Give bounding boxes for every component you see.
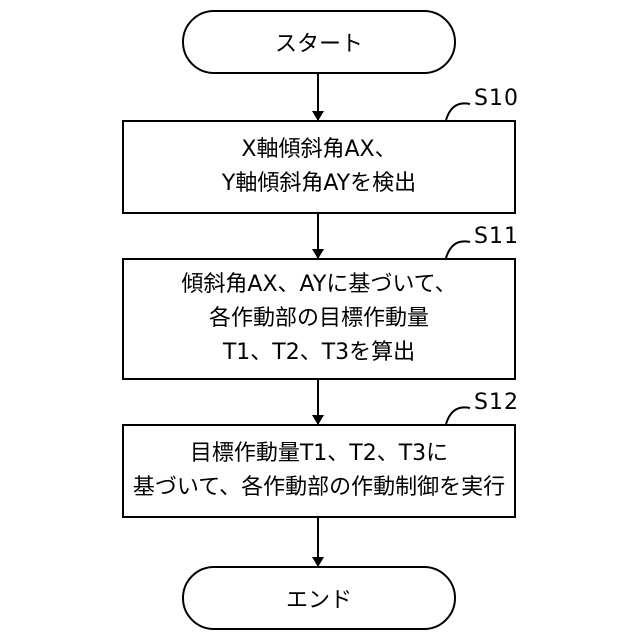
- process-step-s11: 傾斜角AX、AYに基づいて、 各作動部の目標作動量 T1、T2、T3を算出: [122, 258, 516, 380]
- end-label: エンド: [286, 582, 352, 614]
- process-step-s10: X軸傾斜角AX、 Y軸傾斜角AYを検出: [122, 120, 516, 214]
- step-s10-line-2: Y軸傾斜角AYを検出: [222, 167, 416, 201]
- leader-s11: [446, 241, 470, 258]
- leader-s10: [446, 103, 470, 120]
- step-s10-line-1: X軸傾斜角AX、: [241, 133, 396, 167]
- step-s11-line-3: T1、T2、T3を算出: [223, 336, 415, 370]
- step-s11-line-1: 傾斜角AX、AYに基づいて、: [181, 268, 456, 302]
- step-label-s11: S11: [474, 224, 519, 249]
- start-label: スタート: [275, 26, 363, 58]
- step-label-s12: S12: [474, 390, 519, 415]
- leader-s12: [446, 407, 470, 424]
- step-label-s10: S10: [474, 86, 519, 111]
- step-s12-line-1: 目標作動量T1、T2、T3に: [190, 437, 448, 471]
- start-terminal: スタート: [182, 10, 456, 74]
- process-step-s12: 目標作動量T1、T2、T3に 基づいて、各作動部の作動制御を実行: [122, 424, 516, 518]
- step-s12-line-2: 基づいて、各作動部の作動制御を実行: [133, 471, 505, 505]
- end-terminal: エンド: [182, 566, 456, 630]
- step-s11-line-2: 各作動部の目標作動量: [209, 302, 429, 336]
